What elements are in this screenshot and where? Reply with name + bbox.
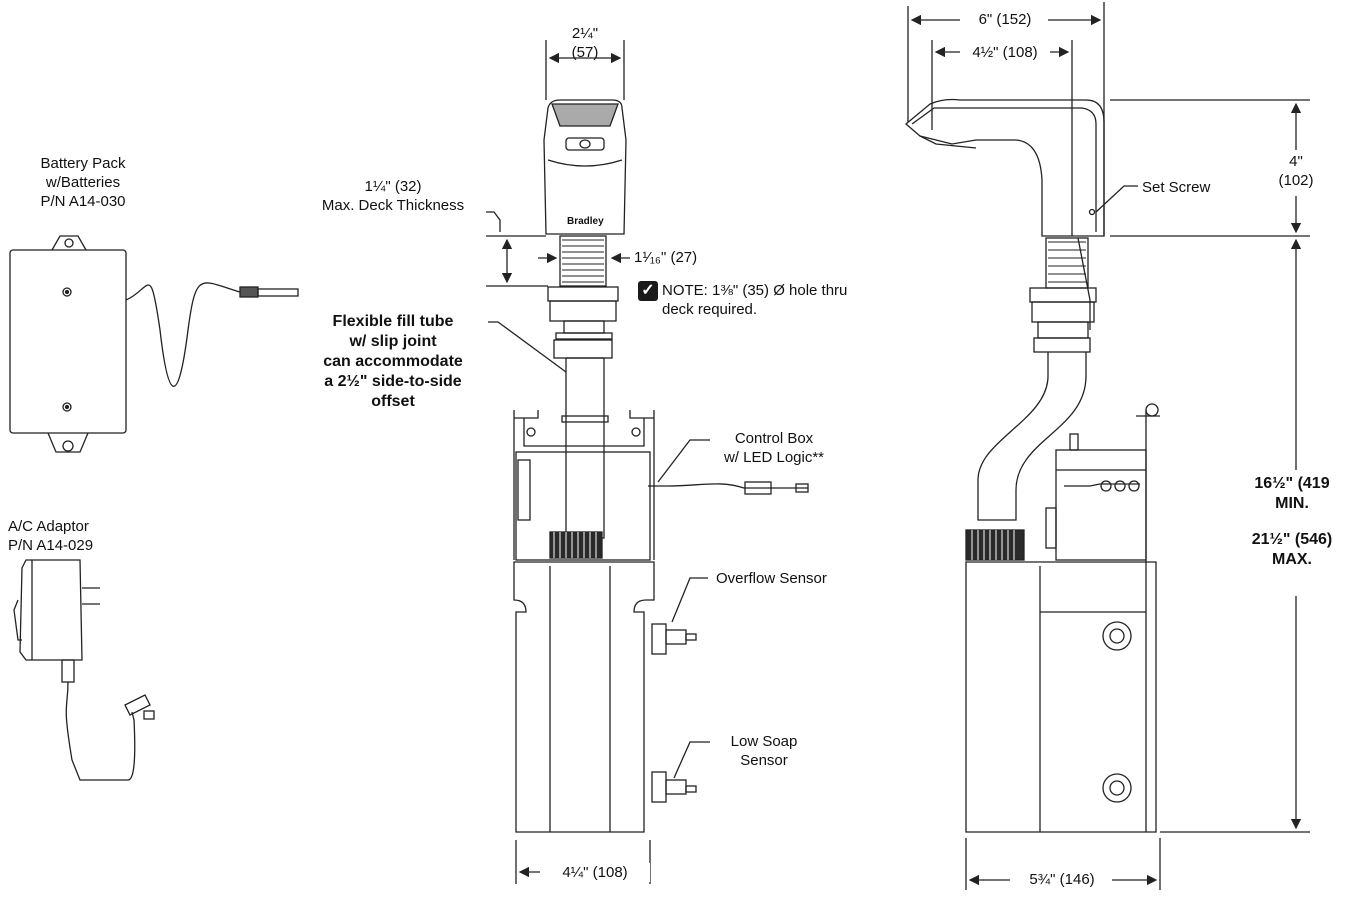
low-soap-line2: Sensor bbox=[740, 752, 788, 769]
side-height-min-label: 16½" (419 MIN. bbox=[1226, 474, 1358, 514]
ac-adaptor-line1: A/C Adaptor bbox=[8, 518, 89, 535]
front-width-bottom-label: 4¼" (108) bbox=[540, 863, 650, 882]
ac-adaptor-label: A/C Adaptor P/N A14-029 bbox=[8, 517, 93, 555]
deck-hole-note-line1: NOTE: 1⅜" (35) Ø hole thru bbox=[662, 282, 848, 299]
battery-pack-drawing bbox=[9, 235, 299, 453]
side-height-max-line1: 21½" (546) bbox=[1251, 531, 1333, 548]
deck-hole-note: NOTE: 1⅜" (35) Ø hole thru deck required… bbox=[662, 281, 847, 319]
fill-tube-line4: a 2½" side-to-side bbox=[324, 373, 462, 390]
ac-adaptor-drawing bbox=[13, 559, 155, 781]
front-width-top-line2: (57) bbox=[571, 44, 599, 61]
side-view-drawing bbox=[904, 2, 1310, 890]
side-reach-spout-label: 4½" (108) bbox=[960, 43, 1050, 62]
fill-tube-label: Flexible fill tube w/ slip joint can acc… bbox=[300, 312, 486, 412]
low-soap-line1: Low Soap bbox=[730, 733, 798, 750]
side-height-max-line2: MAX. bbox=[1272, 551, 1312, 568]
side-height-min-line2: MIN. bbox=[1275, 495, 1309, 512]
set-screw-label: Set Screw bbox=[1142, 179, 1211, 196]
battery-pack-line3: P/N A14-030 bbox=[40, 193, 126, 210]
low-soap-sensor-label: Low Soap Sensor bbox=[714, 732, 814, 770]
deck-thickness-line1: 1¼" (32) bbox=[364, 178, 422, 195]
side-height-spout-line2: (102) bbox=[1278, 172, 1314, 189]
brand-logo-text: Bradley bbox=[567, 216, 604, 227]
control-box-label: Control Box w/ LED Logic** bbox=[714, 429, 834, 467]
deck-thickness-line2: Max. Deck Thickness bbox=[321, 197, 465, 214]
battery-pack-line1: Battery Pack bbox=[40, 155, 126, 172]
front-width-top-line1: 2¼" bbox=[571, 25, 599, 42]
fill-tube-line1: Flexible fill tube bbox=[332, 313, 454, 330]
overflow-sensor-label: Overflow Sensor bbox=[716, 570, 827, 587]
side-height-max-label: 21½" (546) MAX. bbox=[1226, 530, 1358, 570]
front-width-top-label: 2¼" (57) bbox=[555, 24, 615, 62]
control-box-line1: Control Box bbox=[734, 430, 814, 447]
fill-tube-line2: w/ slip joint bbox=[349, 333, 437, 350]
side-width-bottom-label: 5¾" (146) bbox=[1012, 870, 1112, 889]
side-reach-total-label: 6" (152) bbox=[962, 10, 1048, 29]
battery-pack-line2: w/Batteries bbox=[45, 174, 121, 191]
checkmark-icon: ✓ bbox=[638, 281, 658, 301]
control-box-line2: w/ LED Logic** bbox=[723, 449, 825, 466]
side-height-spout-line1: 4" bbox=[1289, 153, 1303, 170]
fill-tube-line3: can accommodate bbox=[323, 353, 463, 370]
battery-pack-label: Battery Pack w/Batteries P/N A14-030 bbox=[18, 154, 148, 211]
fill-tube-line5: offset bbox=[371, 393, 415, 410]
deck-thickness-label: 1¼" (32) Max. Deck Thickness bbox=[300, 177, 486, 215]
shank-diameter-label: 1¹⁄₁₆" (27) bbox=[634, 249, 698, 266]
deck-hole-note-line2: deck required. bbox=[662, 301, 758, 318]
ac-adaptor-line2: P/N A14-029 bbox=[8, 537, 94, 554]
side-height-min-line1: 16½" (419 bbox=[1254, 475, 1330, 492]
front-view-drawing bbox=[486, 40, 809, 884]
side-height-spout-label: 4" (102) bbox=[1266, 152, 1326, 190]
